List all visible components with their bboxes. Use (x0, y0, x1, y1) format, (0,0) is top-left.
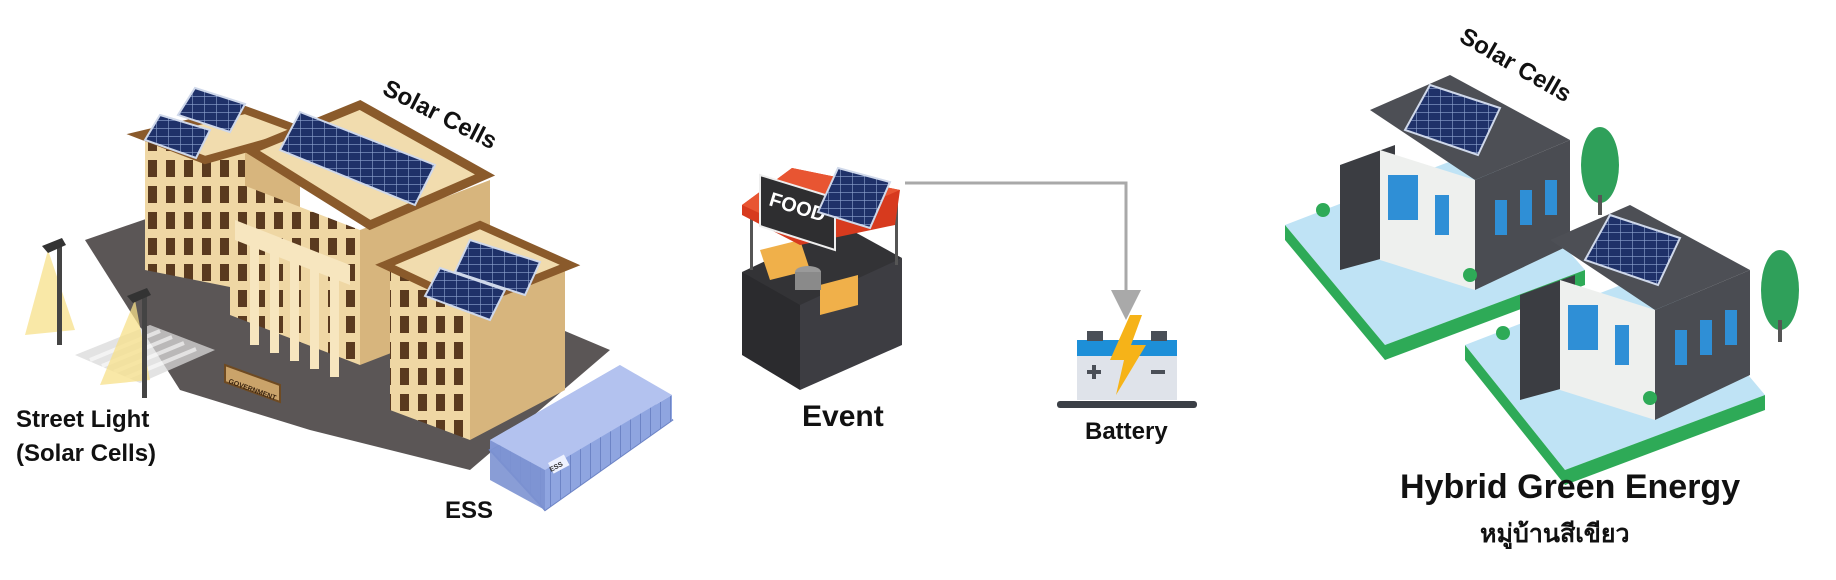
green-village (1285, 75, 1799, 485)
ess-label: ESS (445, 497, 494, 524)
battery-icon (1057, 315, 1197, 408)
street-light-label: Street Light (Solar Cells) (16, 403, 156, 471)
ess-container: ESS (488, 365, 674, 512)
street-light-label-line1: Street Light (16, 406, 150, 433)
street-light-label-line2: (Solar Cells) (16, 440, 157, 467)
solar-panel (1403, 83, 1502, 157)
food-stall: FOOD (742, 166, 902, 390)
connector-arrow (905, 181, 1141, 320)
hybrid-green-energy-title: Hybrid Green Energy (1400, 468, 1741, 506)
portico-columns (235, 220, 350, 377)
government-building: GOVERNMENT (75, 86, 610, 470)
solar-panel (423, 266, 507, 322)
lightning-bolt-icon (1110, 315, 1146, 395)
street-light (25, 238, 75, 345)
solar-panel (816, 166, 892, 230)
tree (1581, 127, 1619, 215)
tree (1761, 250, 1799, 342)
street-light (100, 288, 151, 398)
solar-panel (278, 110, 437, 207)
solar-panel (1583, 213, 1682, 287)
solar-panel (143, 113, 212, 160)
solar-panel (176, 86, 247, 134)
solar-panel (453, 238, 542, 297)
house (1520, 205, 1750, 420)
green-village-subtitle: หมู่บ้านสีเขียว (1480, 520, 1630, 548)
house (1340, 75, 1570, 290)
event-label: Event (802, 400, 884, 433)
battery-label: Battery (1085, 418, 1168, 445)
